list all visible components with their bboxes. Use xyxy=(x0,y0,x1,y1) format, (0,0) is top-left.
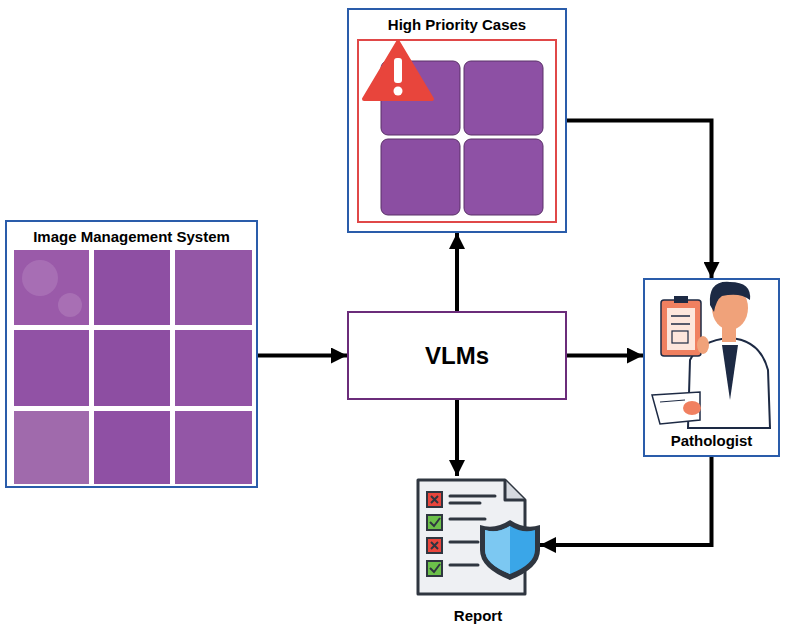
node-label: VLMs xyxy=(425,342,489,370)
priority-box: High Priority Cases xyxy=(347,8,567,233)
pathologist-figure xyxy=(652,282,770,428)
flow-arrow xyxy=(567,354,643,358)
node-label: High Priority Cases xyxy=(388,16,526,33)
node-label: Pathologist xyxy=(671,432,753,449)
vlm-box: VLMs xyxy=(347,311,567,400)
pathologist-box: Pathologist xyxy=(643,278,780,457)
report-node: Report xyxy=(410,476,546,626)
flow-arrow xyxy=(455,400,459,476)
image-system-box: Image Management System xyxy=(5,220,258,488)
flow-arrow xyxy=(258,354,347,358)
node-label: Report xyxy=(454,607,502,624)
flow-arrow xyxy=(540,457,712,545)
flow-arrow xyxy=(455,233,459,311)
priority-frame xyxy=(358,40,556,222)
slide-tiles xyxy=(14,250,252,484)
report-icon xyxy=(418,480,540,594)
flow-arrow xyxy=(567,121,712,279)
node-label: Image Management System xyxy=(33,228,230,245)
